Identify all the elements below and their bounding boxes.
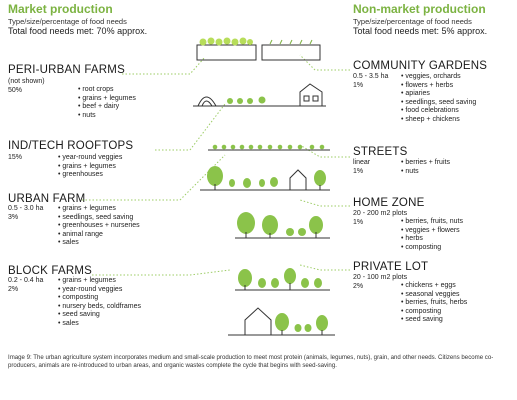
list-item: beef + dairy (78, 103, 136, 112)
rooftop-greenhouse-illustration (196, 37, 321, 61)
section-items: berries, fruits, nuts veggies + flowers … (401, 218, 463, 252)
section-urban-farm: URBAN FARM 0.5 - 3.0 ha3% grains + legum… (8, 193, 193, 246)
leader-line-urban-farm (82, 154, 226, 201)
section-ind-tech-rooftops: IND/TECH ROOFTOPS 15% year-round veggies… (8, 140, 193, 178)
list-item: year-round veggies (58, 154, 122, 163)
leader-line-rooftops (155, 103, 226, 151)
section-title: PRIVATE LOT (353, 261, 429, 273)
section-meta: (not shown)50% (8, 78, 45, 94)
list-item: grains + legumes (58, 205, 140, 214)
private-lot-illustration (228, 307, 335, 336)
section-title: HOME ZONE (353, 197, 425, 209)
leader-line-streets (299, 144, 350, 158)
section-peri-urban-farms: PERI-URBAN FARMS (not shown)50% root cro… (8, 64, 193, 119)
figure-caption: Image 9: The urban agriculture system in… (8, 354, 494, 369)
home-zone-illustration (235, 212, 330, 239)
list-item: seed saving (401, 316, 467, 325)
list-item: nuts (78, 112, 136, 121)
list-item: flowers + herbs (401, 82, 476, 91)
list-item: greenhouses (58, 171, 122, 180)
list-item: herbs (401, 235, 463, 244)
list-item: sheep + chickens (401, 116, 476, 125)
list-item: greenhouses + nurseries (58, 222, 139, 231)
list-item: nursery beds, coldframes (58, 303, 141, 312)
section-title: STREETS (353, 146, 408, 158)
streets-illustration (200, 166, 330, 191)
block-farms-illustration (235, 268, 330, 291)
section-items: root crops grains + legumes beef + dairy… (78, 86, 136, 120)
section-title: PERI-URBAN FARMS (8, 64, 125, 76)
leader-line-community-gardens (299, 54, 350, 71)
list-item: seasonal veggies (401, 291, 467, 300)
list-item: grains + legumes (58, 163, 122, 172)
section-title: COMMUNITY GARDENS (353, 60, 488, 72)
row-crops-illustration (208, 144, 330, 151)
leader-line-peri-urban (122, 56, 206, 75)
list-item: food celebrations (401, 107, 476, 116)
list-item: seedlings, seed saving (58, 214, 140, 223)
market-heading: Market production (8, 2, 113, 16)
leader-line-home-zone (299, 199, 350, 207)
list-item: nuts (401, 168, 450, 177)
list-item: apiaries (401, 90, 476, 99)
list-item: composting (401, 244, 463, 253)
section-items: chickens + eggs seasonal veggies berries… (401, 282, 467, 325)
section-title: IND/TECH ROOFTOPS (8, 140, 134, 152)
list-item: sales (58, 320, 141, 329)
leader-line-private-lot (299, 264, 350, 271)
list-item: chickens + eggs (401, 282, 467, 291)
leader-lines (82, 54, 350, 276)
list-item: year-round veggies (58, 286, 141, 295)
nonmarket-heading: Non-market production (353, 2, 486, 16)
list-item: veggies + flowers (401, 227, 463, 236)
list-item: composting (58, 294, 141, 303)
list-item: veggies, orchards (401, 73, 476, 82)
section-items: berries + fruits nuts (401, 159, 450, 176)
urban-farm-illustration (193, 83, 326, 107)
market-total-needs: Total food needs met: 70% approx. (8, 26, 148, 36)
section-items: grains + legumes year-round veggies comp… (58, 277, 141, 328)
list-item: seedlings, seed saving (401, 99, 476, 108)
list-item: sales (58, 239, 140, 248)
section-title: URBAN FARM (8, 193, 86, 205)
list-item: root crops (78, 86, 136, 95)
section-items: grains + legumes seedlings, seed saving … (58, 205, 140, 248)
list-item: berries, fruits, nuts (401, 218, 463, 227)
list-item: animal range (58, 231, 140, 240)
section-meta: 15% (8, 154, 23, 161)
leader-line-block-farms (92, 269, 231, 276)
list-item: composting (401, 308, 467, 317)
section-title: BLOCK FARMS (8, 265, 92, 277)
nonmarket-subtitle: Type/size/percentage of food needs (353, 17, 472, 26)
section-community-gardens: COMMUNITY GARDENS 0.5 - 3.5 ha1% veggies… (353, 60, 513, 123)
section-items: veggies, orchards flowers + herbs apiari… (401, 73, 476, 124)
list-item: berries, fruits, herbs (401, 299, 467, 308)
list-item: grains + legumes (78, 95, 136, 104)
market-subtitle: Type/size/percentage of food needs (8, 17, 127, 26)
list-item: berries + fruits (401, 159, 450, 168)
list-item: grains + legumes (58, 277, 141, 286)
list-item: seed saving (58, 311, 141, 320)
section-block-farms: BLOCK FARMS 0.2 - 0.4 ha2% grains + legu… (8, 265, 193, 327)
nonmarket-total-needs: Total food needs met: 5% approx. (353, 26, 488, 36)
section-items: year-round veggies grains + legumes gree… (58, 154, 122, 180)
